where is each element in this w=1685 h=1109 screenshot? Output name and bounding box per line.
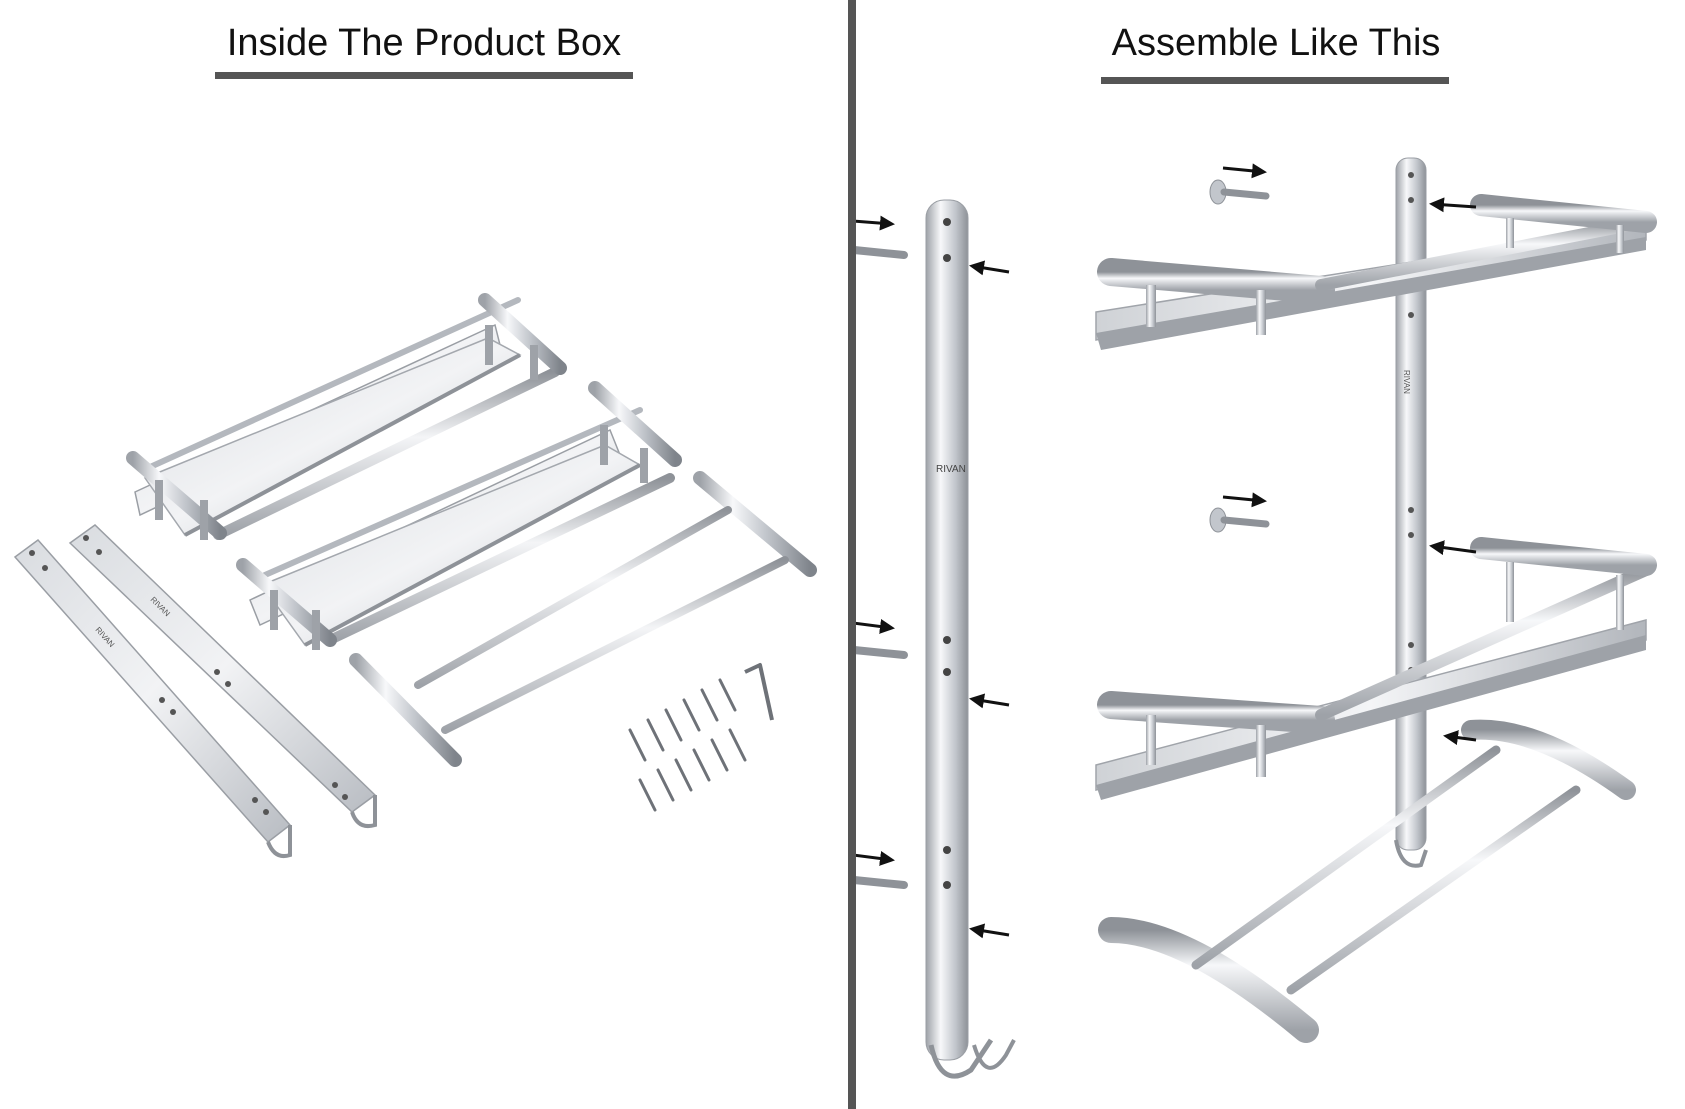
inside-box-panel: Inside The Product Box: [13, 22, 817, 859]
assembly-illustration: RIVAN: [856, 157, 1657, 1079]
wall-strip-left: RIVAN: [13, 538, 292, 859]
brand-logo-back: RIVAN: [1402, 370, 1411, 394]
panel-divider: [848, 0, 856, 1109]
assembly-heading: Assemble Like This: [1111, 22, 1441, 64]
assembly-panel: Assemble Like This: [856, 0, 1685, 1109]
inside-box-heading: Inside The Product Box: [226, 22, 622, 64]
wall-strip-right: RIVAN: [68, 524, 377, 829]
screw-set: [628, 678, 747, 812]
product-parts-illustration: RIVAN RIVAN: [13, 293, 817, 859]
arrow-right-icon: [856, 163, 1267, 866]
assembled-shelf-top: [1095, 194, 1657, 350]
assembled-towel-rail: [1098, 719, 1636, 1043]
towel-rail: [349, 471, 817, 767]
allen-key-icon: [744, 663, 774, 721]
screw-icon: [856, 179, 1270, 889]
brand-logo-front: RIVAN: [936, 464, 966, 475]
assembly-heading-underline: [1101, 77, 1449, 84]
front-wall-strip: RIVAN: [925, 199, 1016, 1079]
assembled-shelf-middle: [1095, 537, 1657, 800]
arrow-left-icon: [969, 197, 1477, 939]
glass-shelf-1: [126, 293, 567, 540]
inside-box-heading-underline: [215, 72, 633, 79]
glass-shelf-2: [236, 381, 682, 650]
